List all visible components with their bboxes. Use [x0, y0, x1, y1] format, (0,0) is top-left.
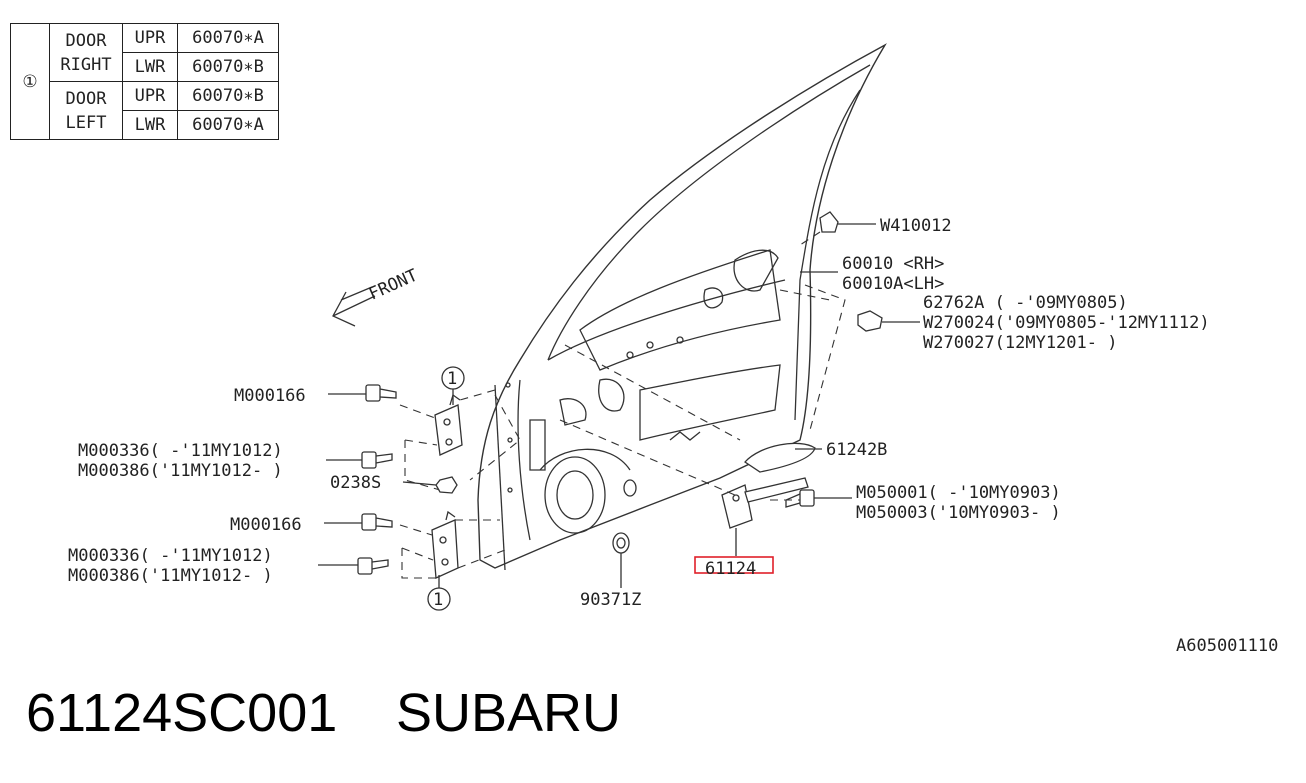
label-m050001[interactable]: M050001( -'10MY0903)	[856, 483, 1061, 503]
legend-part[interactable]: 60070∗A	[177, 110, 279, 140]
legend-part[interactable]: 60070∗A	[177, 23, 279, 53]
label-60010[interactable]: 60010 <RH>	[842, 254, 944, 274]
upper-hinge[interactable]	[434, 393, 463, 456]
front-direction-label: FRONT	[366, 265, 421, 304]
legend-part[interactable]: 60070∗B	[177, 81, 279, 111]
label-60010a[interactable]: 60010A<LH>	[842, 274, 944, 294]
label-m000336-bot[interactable]: M000336( -'11MY1012)	[68, 546, 273, 566]
legend-pos: UPR	[122, 23, 178, 53]
label-0238s[interactable]: 0238S	[330, 473, 381, 493]
seal-61242b[interactable]	[744, 442, 816, 473]
bolt-m000336-bot[interactable]	[357, 557, 389, 575]
label-m000386-top[interactable]: M000386('11MY1012- )	[78, 461, 283, 481]
diagram-code: A605001110	[1176, 636, 1279, 656]
footer-brand: SUBARU	[396, 683, 622, 743]
bolt-m050001[interactable]	[785, 489, 815, 508]
label-m000336-top[interactable]: M000336( -'11MY1012)	[78, 441, 283, 461]
bolt-m000336-top[interactable]	[361, 451, 393, 469]
checker-61124[interactable]	[721, 477, 809, 529]
callout-marker-label: 1	[433, 590, 443, 610]
callout-marker-label: 1	[447, 369, 457, 389]
plug-62762a[interactable]	[857, 310, 883, 332]
lower-hinge[interactable]	[431, 510, 459, 579]
door-panel[interactable]	[477, 43, 887, 571]
highlight-box	[694, 556, 774, 574]
label-m000386-bot[interactable]: M000386('11MY1012- )	[68, 566, 273, 586]
footer-part-number: 61124SC001	[26, 683, 338, 743]
label-m000166-bot[interactable]: M000166	[230, 515, 302, 535]
label-w410012[interactable]: W410012	[880, 216, 952, 236]
label-90371z[interactable]: 90371Z	[580, 590, 641, 610]
label-62762a[interactable]: 62762A ( -'09MY0805)	[923, 293, 1128, 313]
plug-90371z[interactable]	[612, 532, 630, 554]
legend-pos: LWR	[122, 110, 178, 140]
clip-w410012[interactable]	[819, 211, 839, 233]
label-m000166-top[interactable]: M000166	[234, 386, 306, 406]
bolt-m000166-top[interactable]	[365, 384, 397, 402]
label-w270024[interactable]: W270024('09MY0805-'12MY1112)	[923, 313, 1210, 333]
label-w270027[interactable]: W270027(12MY1201- )	[923, 333, 1117, 353]
bolt-m000166-bot[interactable]	[361, 513, 393, 531]
door-parts-diagram: FRONT 1 1	[68, 43, 1210, 611]
label-61242b[interactable]: 61242B	[826, 440, 887, 460]
nut-0238s[interactable]	[435, 476, 458, 494]
legend-marker: ①	[10, 23, 50, 140]
label-61124[interactable]: 61124	[705, 559, 756, 579]
front-arrow-icon	[332, 286, 376, 327]
label-m050003[interactable]: M050003('10MY0903- )	[856, 503, 1061, 523]
